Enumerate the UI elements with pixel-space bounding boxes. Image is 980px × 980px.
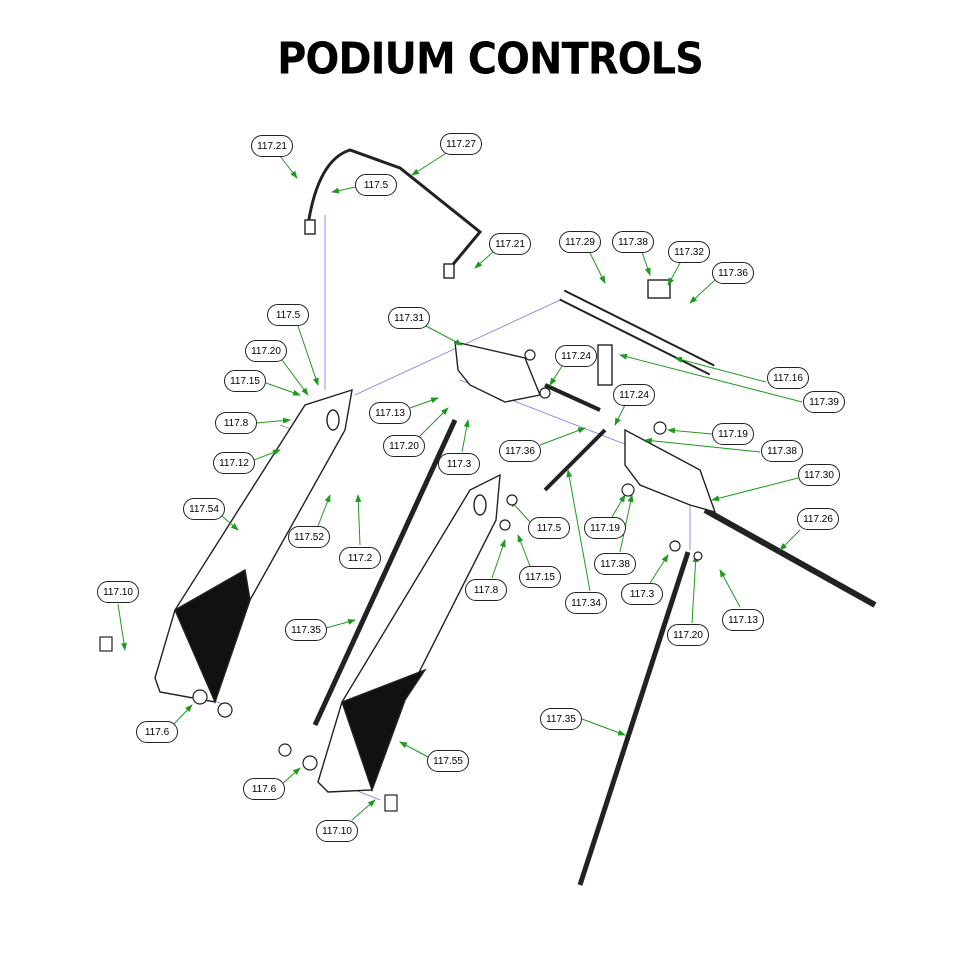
part-117-31-bracket bbox=[454, 341, 541, 403]
callout-117-35: 117.35 bbox=[540, 708, 582, 730]
callout-117-21: 117.21 bbox=[251, 135, 293, 157]
callout-117-38: 117.38 bbox=[761, 440, 803, 462]
part-117-32-block bbox=[647, 279, 671, 299]
callout-117-32: 117.32 bbox=[668, 241, 710, 263]
callout-117-24: 117.24 bbox=[613, 384, 655, 406]
callout-117-39: 117.39 bbox=[803, 391, 845, 413]
callout-117-29: 117.29 bbox=[559, 231, 601, 253]
callout-117-6: 117.6 bbox=[243, 778, 285, 800]
callout-117-26: 117.26 bbox=[797, 508, 839, 530]
callout-117-36: 117.36 bbox=[499, 440, 541, 462]
callout-117-34: 117.34 bbox=[565, 592, 607, 614]
callout-117-5: 117.5 bbox=[355, 174, 397, 196]
callout-117-20: 117.20 bbox=[383, 435, 425, 457]
part-117-27-podium-rod bbox=[306, 148, 483, 269]
callout-117-54: 117.54 bbox=[183, 498, 225, 520]
callout-117-10: 117.10 bbox=[316, 820, 358, 842]
callout-117-15: 117.15 bbox=[224, 370, 266, 392]
callout-117-5: 117.5 bbox=[528, 517, 570, 539]
callout-117-52: 117.52 bbox=[288, 526, 330, 548]
callout-117-8: 117.8 bbox=[215, 412, 257, 434]
part-117-39-clevis bbox=[597, 344, 613, 386]
hardware bbox=[99, 349, 703, 812]
page-title: PODIUM CONTROLS bbox=[277, 33, 704, 85]
part-117-26-shaft bbox=[703, 507, 877, 608]
callout-117-21: 117.21 bbox=[489, 233, 531, 255]
callout-117-3: 117.3 bbox=[621, 583, 663, 605]
leader-lines bbox=[117, 151, 803, 821]
callout-117-31: 117.31 bbox=[388, 307, 430, 329]
callout-117-6: 117.6 bbox=[136, 721, 178, 743]
callout-117-10: 117.10 bbox=[97, 581, 139, 603]
callout-117-5: 117.5 bbox=[267, 304, 309, 326]
callout-117-24: 117.24 bbox=[555, 345, 597, 367]
callout-117-20: 117.20 bbox=[245, 340, 287, 362]
part-117-55-shadow bbox=[341, 668, 427, 793]
callout-117-27: 117.27 bbox=[440, 133, 482, 155]
callout-117-35: 117.35 bbox=[285, 619, 327, 641]
part-117-35-rod-right bbox=[577, 551, 691, 886]
part-117-35-rod-left bbox=[312, 418, 458, 727]
callout-117-55: 117.55 bbox=[427, 750, 469, 772]
callout-117-30: 117.30 bbox=[798, 464, 840, 486]
part-117-36-pin bbox=[544, 383, 601, 412]
plate-hole bbox=[473, 494, 487, 516]
callout-117-12: 117.12 bbox=[213, 452, 255, 474]
part-pedal bbox=[443, 263, 455, 279]
callout-117-19: 117.19 bbox=[712, 423, 754, 445]
callout-117-8: 117.8 bbox=[465, 579, 507, 601]
callout-117-20: 117.20 bbox=[667, 624, 709, 646]
callout-117-36: 117.36 bbox=[712, 262, 754, 284]
part-117-34-link bbox=[543, 428, 607, 492]
callout-117-19: 117.19 bbox=[584, 517, 626, 539]
callout-117-38: 117.38 bbox=[612, 231, 654, 253]
callout-117-3: 117.3 bbox=[438, 453, 480, 475]
callout-117-16: 117.16 bbox=[767, 367, 809, 389]
part-117-30-bracket bbox=[624, 428, 717, 514]
part-117-54-shadow bbox=[174, 568, 251, 704]
plate-hole bbox=[326, 409, 340, 431]
callout-117-2: 117.2 bbox=[339, 547, 381, 569]
part-pedal bbox=[304, 219, 316, 235]
callout-117-15: 117.15 bbox=[519, 566, 561, 588]
callout-117-13: 117.13 bbox=[722, 609, 764, 631]
callout-117-38: 117.38 bbox=[594, 553, 636, 575]
callout-117-13: 117.13 bbox=[369, 402, 411, 424]
